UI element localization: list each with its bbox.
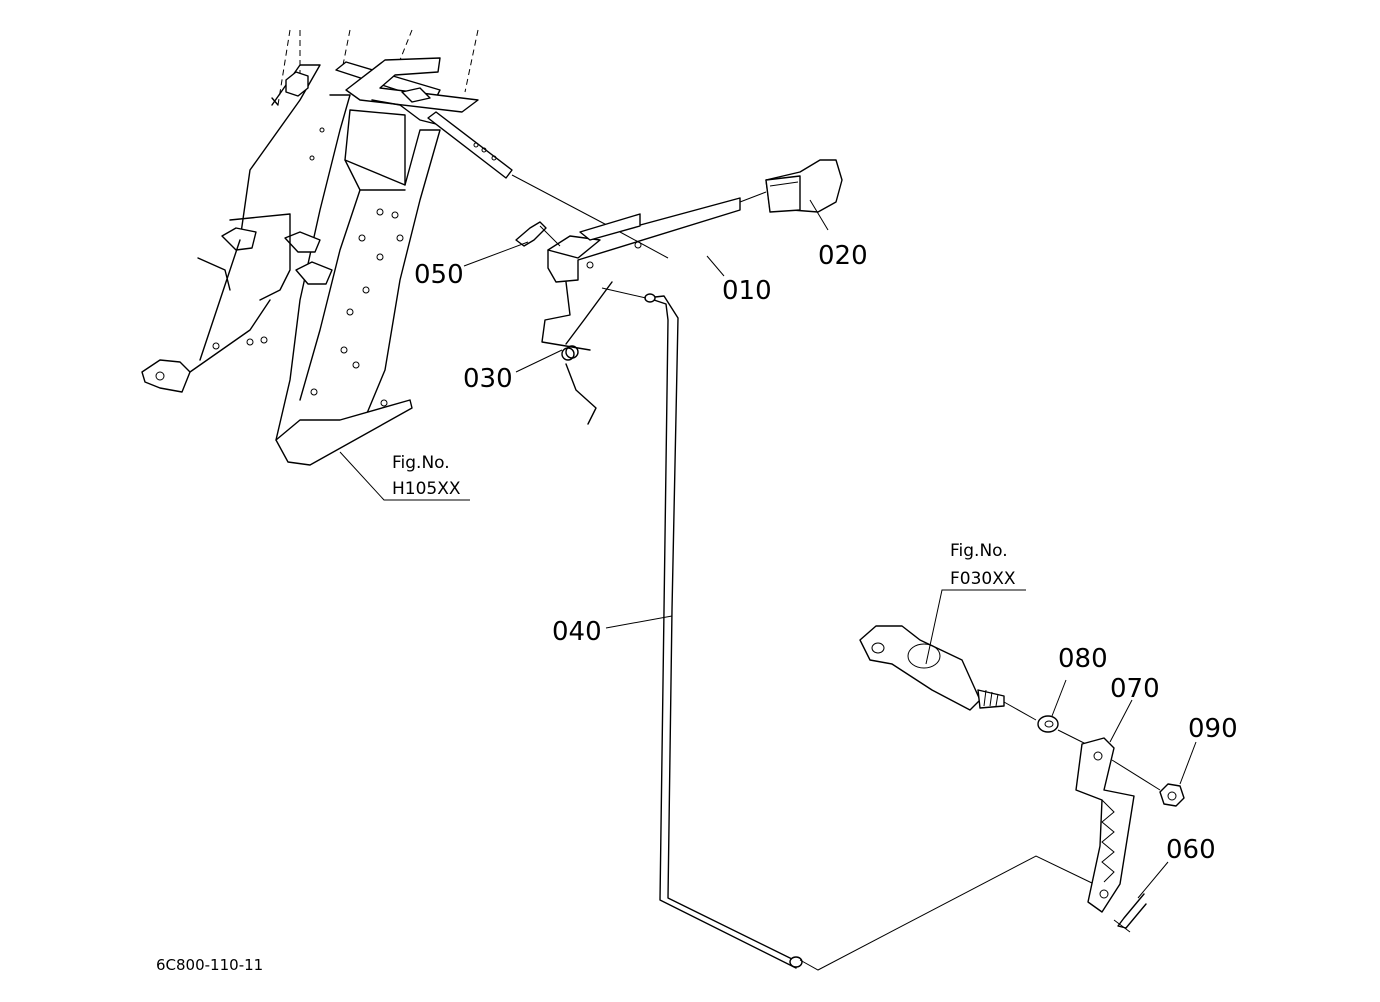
figure-ref-f030xx-line1: Fig.No. — [950, 541, 1008, 561]
clip-050 — [515, 221, 561, 247]
rod-040 — [601, 287, 1095, 971]
label-080: 080 — [1058, 644, 1108, 674]
figure-ref-h105xx-line1: Fig.No. — [392, 453, 450, 473]
lever-010 — [541, 197, 741, 351]
nut-090 — [1159, 783, 1185, 807]
label-040: 040 — [552, 617, 602, 647]
pivot-bolt-assembly — [859, 625, 1037, 721]
figure-ref-f030xx-line2: F030XX — [950, 569, 1016, 589]
label-020: 020 — [818, 241, 868, 271]
figure-ref-h105xx-line2: H105XX — [392, 479, 461, 499]
label-010: 010 — [722, 276, 772, 306]
bracket-070 — [1075, 737, 1161, 913]
diagram-code: 6C800-110-11 — [156, 956, 263, 974]
assembly-axis-upper — [511, 174, 621, 233]
label-090: 090 — [1188, 714, 1238, 744]
spring-030 — [561, 281, 613, 425]
label-050: 050 — [414, 260, 464, 290]
label-060: 060 — [1166, 835, 1216, 865]
leader-lines — [339, 199, 1197, 899]
pin-060 — [1113, 893, 1147, 933]
label-030: 030 — [463, 364, 513, 394]
washer-080 — [1037, 715, 1087, 745]
frame-assembly — [141, 29, 513, 466]
grip-020 — [739, 159, 843, 213]
label-070: 070 — [1110, 674, 1160, 704]
